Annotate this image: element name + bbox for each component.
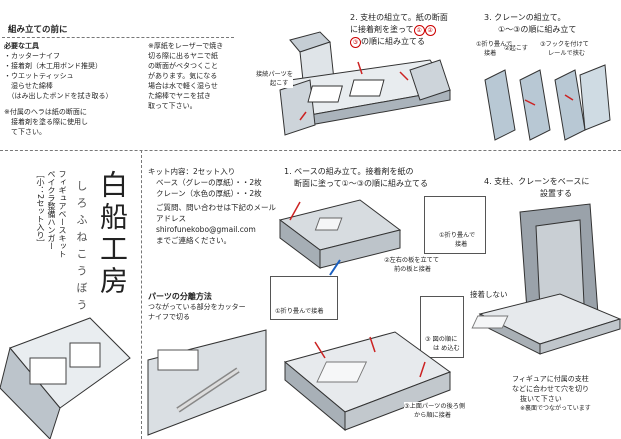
step3-text: 3. クレーンの組立て。 ①〜③の順に組み立て — [484, 13, 577, 34]
parts-cut-diagram — [147, 329, 267, 436]
brand-reading: しろふねこうぼう — [75, 180, 88, 316]
note-spatula: ※付属のヘラは紙の断面に 接着剤を塗る際に使用し て下さい。 — [4, 108, 88, 136]
final-assembly-diagram — [471, 203, 621, 355]
badge-2: ② — [424, 25, 436, 36]
step4-no-glue: 接着しない — [470, 290, 508, 300]
prep-box: 組み立ての前に 必要な工具 ・カッターナイフ ・接着剤（木工用ボンド推奨） ・ウ… — [2, 24, 234, 142]
note-resin: ※厚紙をレーザーで焼き 切る際に出るヤニで紙 の断面がベタつくこと があります。… — [148, 42, 224, 110]
step1-callout-3n: ③ 図の順に は め込む — [420, 296, 464, 358]
fold-line-horizontal — [0, 150, 621, 151]
brand-title: 白船工房 — [96, 170, 129, 298]
step4-note: フィギュアに付属の支柱 などに合わせて穴を切り 抜いて下さい ※裏面でつながって… — [512, 375, 591, 412]
parts-section: パーツの分離方法 つながっている部分をカッター ナイフで切る — [148, 292, 246, 321]
tool-item: ・ウエットティッシュ — [4, 72, 74, 80]
tool-item: ・カッターナイフ — [4, 52, 60, 60]
base-assembly-diagram — [283, 331, 452, 432]
tool-item: （はみ出したボンドを拭き取る） — [4, 92, 113, 100]
prep-title: 組み立ての前に — [8, 25, 68, 35]
hangar-photo — [0, 317, 131, 439]
step3-callout-3: ③フックを付けて レールで挟む — [540, 41, 589, 57]
tools-list: ・カッターナイフ ・接着剤（木工用ボンド推奨） ・ウエットティッシュ 湿らせた綿… — [4, 51, 134, 101]
kit-name-column: フィギュアベースキット ペイクラ整備ハンガー ［小：2セット入り］ — [36, 170, 67, 258]
step2-callout: 接続パーツを 起こす — [256, 70, 294, 88]
step4-text: 4. 支柱、クレーンをベースに 設置する — [484, 177, 590, 198]
base-fold-diagram — [278, 199, 402, 276]
badge-3: ③ — [350, 37, 361, 48]
step1-callout-2: ②左右の板を立てて 前の板と接着 — [384, 257, 440, 273]
pillar-diagram — [279, 31, 451, 136]
fold-line-vertical — [141, 150, 142, 439]
prep-required: 必要な工具 — [4, 42, 39, 50]
kit-contents: キット内容：2セット入り ベース（グレーの厚紙）・・2枚 クレーン（水色の厚紙）… — [148, 167, 276, 245]
step3-callout-2: ②起こす — [504, 45, 528, 52]
badge-1: ① — [413, 25, 425, 36]
step1-text: 1. ベースの組み立て。接着剤を紙の 断面に塗って①〜③の順に組み立てる — [284, 167, 428, 188]
step1-callout-1-alt: ①折り畳んで接着 — [270, 276, 338, 320]
step1-callout-1: ①折り畳んで 接着 — [424, 196, 486, 254]
tool-item: ・接着剤（木工用ボンド推奨） — [4, 62, 102, 70]
step3-callout-1: ①折り畳んで 接着 — [476, 41, 513, 57]
tool-item: 湿らせた綿棒 — [4, 82, 53, 90]
step1-callout-3: ③上面パーツの後ろ側 から順に接着 — [404, 402, 466, 420]
crane-diagram — [484, 64, 611, 141]
